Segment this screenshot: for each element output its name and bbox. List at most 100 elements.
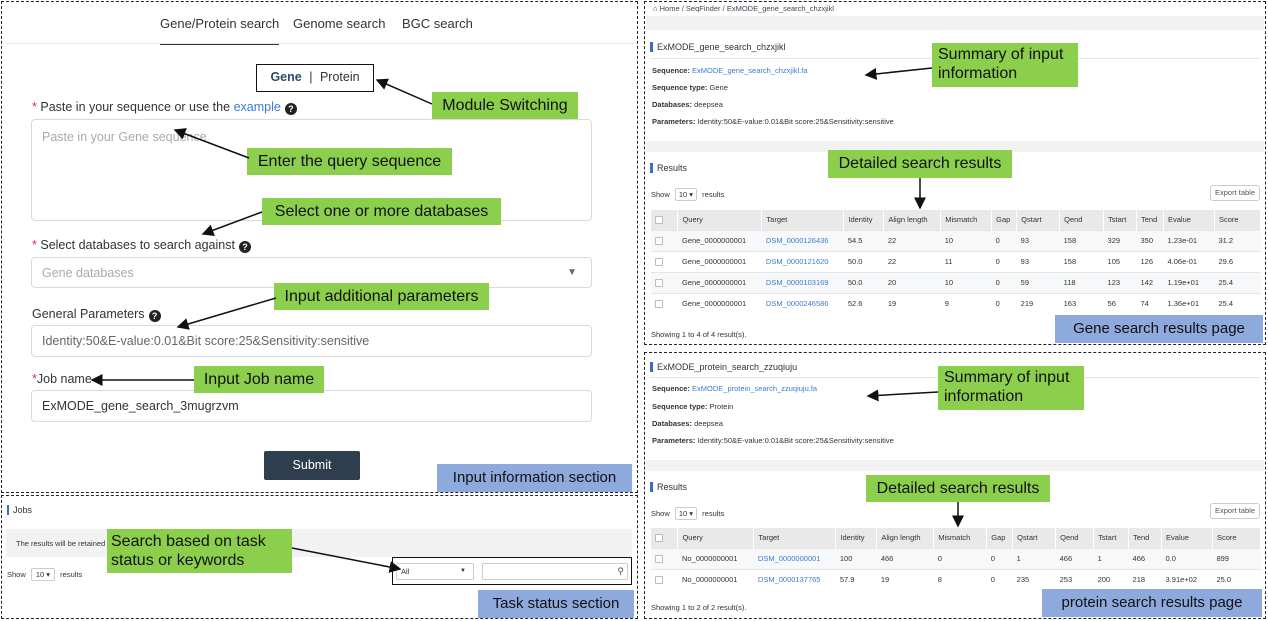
annotation-enter-query: Enter the query sequence <box>247 148 452 175</box>
database-select[interactable]: Gene databases ▼ <box>31 257 592 288</box>
table-header: Query Target Identity Align length Misma… <box>651 210 1262 230</box>
params-input[interactable]: Identity:50&E-value:0.01&Bit score:25&Se… <box>31 325 592 357</box>
gene-db-line: Databases: deepsea <box>652 100 723 109</box>
help-icon[interactable]: ? <box>148 310 161 322</box>
task-section-border <box>1 495 638 619</box>
gene-param-line: Parameters: Identity:50&E-value:0.01&Bit… <box>652 117 894 126</box>
gene-footer: Showing 1 to 4 of 4 result(s). <box>651 330 747 339</box>
crumb-current: ExMODE_gene_search_chzxjikl <box>726 4 834 13</box>
protein-summary-title: ExMODE_protein_search_zzuqiuju <box>650 362 797 372</box>
protein-db-line: Databases: deepsea <box>652 419 723 428</box>
target-link[interactable]: DSM_0000103169 <box>761 271 844 293</box>
gene-type-line: Sequence type: Gene <box>652 83 728 92</box>
select-all-checkbox[interactable] <box>655 216 663 225</box>
protein-export-button[interactable]: Export table <box>1210 503 1260 519</box>
gene-show: Show 10 ▾ results <box>651 188 725 201</box>
example-link[interactable]: example <box>233 100 281 114</box>
row-checkbox[interactable] <box>655 279 663 287</box>
chevron-down-icon: ▼ <box>567 267 577 278</box>
protein-results-title: Results <box>650 482 687 492</box>
protein-sequence-line: Sequence: ExMODE_protein_search_zzuqiuju… <box>652 384 818 393</box>
protein-results-table: Query Target Identity Align length Misma… <box>651 528 1262 590</box>
input-section-border <box>1 1 638 493</box>
label-protein-page: protein search results page <box>1042 589 1262 617</box>
tab-bgc[interactable]: BGC search <box>402 16 473 31</box>
annotation-summary-gene: Summary of input information <box>932 43 1078 87</box>
annotation-search-status: Search based on task status or keywords <box>107 529 292 573</box>
tab-genome[interactable]: Genome search <box>293 16 386 31</box>
table-header: Query Target Identity Align length Misma… <box>651 528 1262 548</box>
protein-page-border <box>644 352 1266 619</box>
annotation-select-db: Select one or more databases <box>262 198 501 225</box>
gene-export-button[interactable]: Export table <box>1210 185 1260 201</box>
gene-gap-band <box>646 141 1264 152</box>
target-link[interactable]: DSM_0000121620 <box>761 250 844 272</box>
target-link[interactable]: DSM_0000000001 <box>753 547 836 569</box>
search-icon[interactable]: ⚲ <box>617 566 624 576</box>
chevron-down-icon: ▼ <box>460 568 466 574</box>
status-select[interactable]: All ▼ <box>396 563 474 580</box>
jobs-title: Jobs <box>7 505 32 515</box>
module-gene[interactable]: Gene <box>270 70 302 84</box>
target-link[interactable]: DSM_0000246586 <box>761 292 844 314</box>
row-checkbox[interactable] <box>655 300 663 309</box>
protein-gap-band <box>646 460 1264 471</box>
row-checkbox[interactable] <box>655 576 663 585</box>
gene-results-table: Query Target Identity Align length Misma… <box>651 210 1262 314</box>
gene-page-size[interactable]: 10 ▾ <box>674 188 698 201</box>
sequence-label: * Paste in your sequence or use the exam… <box>32 100 297 115</box>
row-checkbox[interactable] <box>655 555 663 563</box>
annotation-detailed-protein: Detailed search results <box>866 475 1050 502</box>
select-all-checkbox[interactable] <box>655 534 663 543</box>
submit-button[interactable]: Submit <box>264 451 360 480</box>
crumb-seqfinder[interactable]: SeqFinder <box>685 4 721 13</box>
module-sep: | <box>309 70 313 84</box>
label-gene-page: Gene search results page <box>1055 315 1263 343</box>
protein-type-line: Sequence type: Protein <box>652 402 734 411</box>
protein-footer: Showing 1 to 2 of 2 result(s). <box>651 603 747 612</box>
row-checkbox[interactable] <box>655 258 663 266</box>
breadcrumb: ⌂ Home / SeqFinder / ExMODE_gene_search_… <box>653 4 834 13</box>
annotation-summary-protein: Summary of input information <box>938 366 1084 410</box>
home-icon: ⌂ <box>653 4 658 13</box>
params-label: General Parameters? <box>32 307 161 322</box>
gene-page-border <box>644 1 1266 345</box>
label-task-section: Task status section <box>478 590 634 618</box>
job-label: *Job name <box>32 372 92 386</box>
jobs-show: Show 10 ▾ results <box>7 568 83 581</box>
tab-gene-protein[interactable]: Gene/Protein search <box>160 16 280 45</box>
gene-sequence-line: Sequence: ExMODE_gene_search_chzxjikl.fa <box>652 66 808 75</box>
gene-summary-title: ExMODE_gene_search_chzxjikl <box>650 42 786 52</box>
gene-sequence-link[interactable]: ExMODE_gene_search_chzxjikl.fa <box>692 66 808 75</box>
job-search-input[interactable]: ⚲ <box>482 563 628 580</box>
gene-results-title: Results <box>650 163 687 173</box>
help-icon[interactable]: ? <box>238 241 251 253</box>
module-switch: Gene | Protein <box>256 64 374 92</box>
target-link[interactable]: DSM_0000137765 <box>753 568 836 590</box>
target-link[interactable]: DSM_0000126436 <box>761 229 844 251</box>
job-input[interactable]: ExMODE_gene_search_3mugrzvm <box>31 390 592 422</box>
annotation-module-switching: Module Switching <box>432 92 578 119</box>
help-icon[interactable]: ? <box>284 103 297 115</box>
database-label: * Select databases to search against? <box>32 238 251 253</box>
protein-param-line: Parameters: Identity:50&E-value:0.01&Bit… <box>652 436 894 445</box>
module-protein[interactable]: Protein <box>319 70 360 84</box>
crumb-home[interactable]: Home <box>659 4 680 13</box>
tabs-divider <box>6 43 634 44</box>
annotation-detailed-gene: Detailed search results <box>828 150 1012 178</box>
row-checkbox[interactable] <box>655 237 663 245</box>
protein-show: Show 10 ▾ results <box>651 507 725 520</box>
annotation-input-params: Input additional parameters <box>274 283 489 310</box>
gene-header-band <box>646 16 1264 30</box>
jobs-page-size[interactable]: 10 ▾ <box>30 568 56 581</box>
protein-sequence-link[interactable]: ExMODE_protein_search_zzuqiuju.fa <box>692 384 818 393</box>
protein-page-size[interactable]: 10 ▾ <box>674 507 698 520</box>
jobs-notice: The results will be retained fo <box>16 539 114 548</box>
label-input-section: Input information section <box>437 464 632 492</box>
